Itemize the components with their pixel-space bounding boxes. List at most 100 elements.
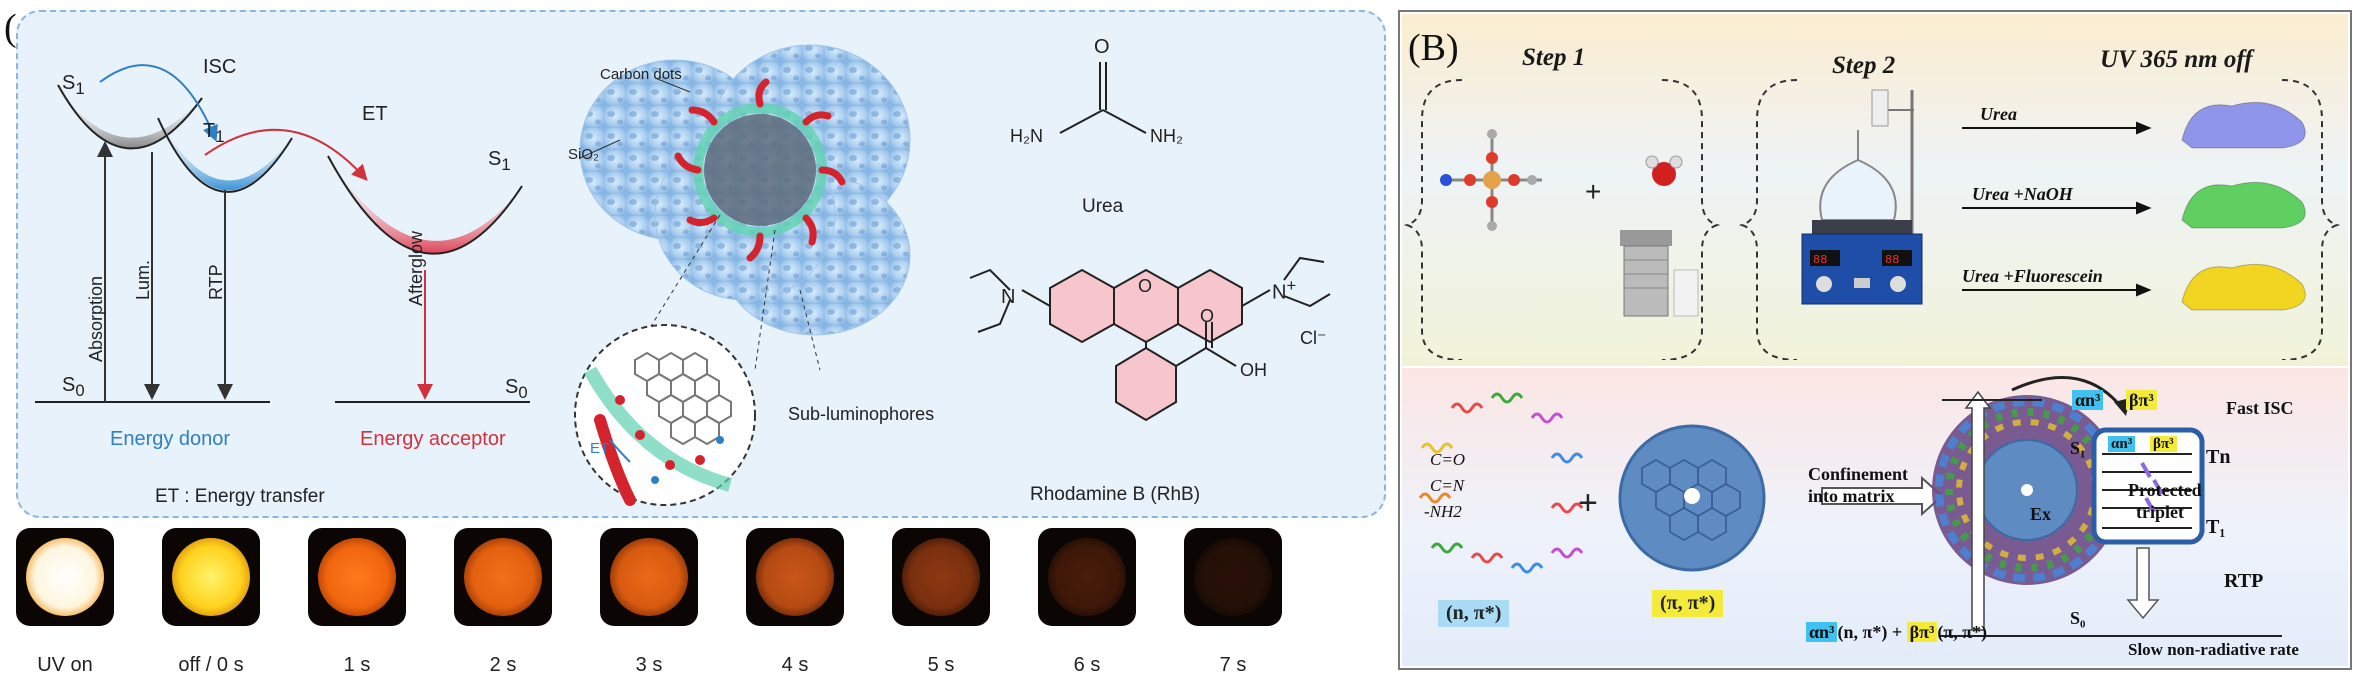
- urea-label: Urea: [1082, 196, 1124, 217]
- svg-text:88: 88: [1813, 253, 1827, 267]
- pi-pi-label: (π, π*): [1652, 590, 1724, 617]
- group-nh2: -NH2: [1424, 502, 1462, 521]
- step1-plus: +: [1585, 176, 1602, 207]
- lum-label: Lum.: [133, 259, 153, 300]
- afterglow-time-label: 7 s: [1219, 654, 1247, 676]
- confinement-label: Confinement: [1808, 464, 1908, 484]
- rhb-chloride: Cl⁻: [1300, 328, 1327, 348]
- step2-bracket-right: [2281, 79, 2341, 360]
- reaction-arrows: [1962, 121, 2152, 297]
- rhb-n-right: N+: [1272, 276, 1297, 304]
- energy-transfer-diagram: [35, 64, 530, 403]
- et-label: ET: [362, 103, 388, 125]
- t1-label: T1: [203, 120, 225, 146]
- rhodamine-b-structure: [969, 256, 1331, 422]
- autoclave-icon: [1620, 230, 1699, 317]
- sub-luminophores-label: Sub-luminophores: [788, 404, 935, 424]
- rtp-arrow-b: [2126, 547, 2160, 620]
- afterglow-tile: [162, 528, 260, 626]
- afterglow-tile: [746, 528, 844, 626]
- product-piles: [2181, 101, 2306, 311]
- rhb-ring-left: [1049, 268, 1115, 344]
- zoom-inset: [574, 324, 756, 506]
- afterglow-time-label: 3 s: [635, 654, 663, 676]
- afterglow-tile: [454, 528, 552, 626]
- product-pile: [2181, 181, 2306, 229]
- mixed-state-label: αn³(n, π*) + βπ³(π, π*): [1806, 622, 1987, 643]
- fast-isc-label: Fast ISC: [2226, 398, 2294, 418]
- isc-arrow: [99, 64, 218, 142]
- s1-label-b: S₁: [2070, 438, 2086, 458]
- group-cn: C=N: [1430, 476, 1465, 495]
- afterglow-time-label: off / 0 s: [178, 654, 244, 676]
- afterglow-tile: [600, 528, 698, 626]
- urea-oxygen: O: [1094, 36, 1110, 58]
- carbon-dot-illustration: [574, 44, 911, 506]
- confinement-arrow: [1821, 475, 1944, 517]
- teos-molecule: [1440, 129, 1542, 231]
- step2-bracket-left: [1738, 79, 1798, 360]
- urea-nh2: NH₂: [1150, 126, 1183, 146]
- synthesis-scheme: 88 88: [1403, 79, 2341, 360]
- panel-b-letter: (B): [1408, 27, 1459, 69]
- protected-label: Protected: [2128, 480, 2202, 500]
- s0-label: S0: [62, 374, 85, 400]
- afterglow-time-label: 4 s: [781, 654, 809, 676]
- energy-donor-label: Energy donor: [110, 428, 231, 450]
- afterglow-glow: [1048, 538, 1126, 616]
- afterglow-tile: [892, 528, 990, 626]
- sub-luminophore-tails: [674, 78, 846, 262]
- mechanism-diagram: [1418, 376, 2282, 637]
- uv-off-title: UV 365 nm off: [2100, 46, 2253, 73]
- fast-isc-arrow: [2011, 376, 2124, 409]
- afterglow-glow: [26, 538, 104, 616]
- afterglow-glow: [902, 538, 980, 616]
- afterglow-tile: [16, 528, 114, 626]
- product-pile: [2181, 263, 2306, 311]
- product-pile: [2181, 101, 2306, 149]
- afterglow-glow: [172, 538, 250, 616]
- urea-structure: [1059, 62, 1147, 134]
- rhb-n-left: N: [1001, 286, 1016, 308]
- et-note: ET : Energy transfer: [155, 486, 325, 507]
- carbon-dots-label: Carbon dots: [600, 66, 682, 83]
- afterglow-time-label: 1 s: [343, 654, 371, 676]
- rtp-label-b: RTP: [2224, 570, 2264, 592]
- group-co: C=O: [1430, 450, 1466, 469]
- afterglow-glow: [464, 538, 542, 616]
- into-matrix-label: into matrix: [1808, 486, 1895, 506]
- luminophore-squiggles: [1418, 392, 1584, 574]
- afterglow-glow: [1194, 538, 1272, 616]
- arrow-label-urea-naoh: Urea +NaOH: [1972, 184, 2073, 204]
- afterglow-label: Afterglow: [406, 230, 426, 306]
- s0-acceptor-label: S0: [505, 376, 528, 402]
- graphene-lattice: [634, 351, 732, 446]
- step1-bracket-left: [1403, 79, 1463, 360]
- n-pi-label: (n, π*): [1438, 600, 1510, 627]
- step2-title: Step 2: [1832, 52, 1896, 79]
- rhb-ring-right: [1177, 268, 1243, 344]
- svg-text:88: 88: [1885, 253, 1899, 267]
- et-arrow: [204, 128, 368, 181]
- triplet-label: triplet: [2136, 502, 2184, 522]
- beta-label: βπ³: [2126, 390, 2157, 411]
- step1-title: Step 1: [1522, 44, 1586, 71]
- afterglow-time-label: UV on: [37, 654, 93, 676]
- carbon-core: [704, 114, 816, 226]
- slow-nonradiative-label: Slow non-radiative rate: [2128, 640, 2299, 659]
- s1-acceptor-label: S1: [488, 148, 511, 174]
- rhb-oh: OH: [1240, 360, 1267, 380]
- rhb-ring-bottom: [1115, 346, 1177, 422]
- rhb-carbonyl-oxygen: O: [1200, 306, 1215, 326]
- arrow-label-urea: Urea: [1980, 104, 2017, 124]
- box-alpha-label: αn³: [2108, 436, 2136, 453]
- absorption-label: Absorption: [86, 275, 106, 362]
- s1-label: S1: [62, 72, 85, 98]
- afterglow-time-label: 5 s: [927, 654, 955, 676]
- t1-label-b: T₁: [2206, 516, 2226, 538]
- tn-label: Tn: [2206, 446, 2231, 468]
- ex-label: Ex: [2030, 504, 2052, 524]
- afterglow-glow: [756, 538, 834, 616]
- et-inset-label: ET: [590, 440, 610, 457]
- step1-bracket-right: [1661, 79, 1721, 360]
